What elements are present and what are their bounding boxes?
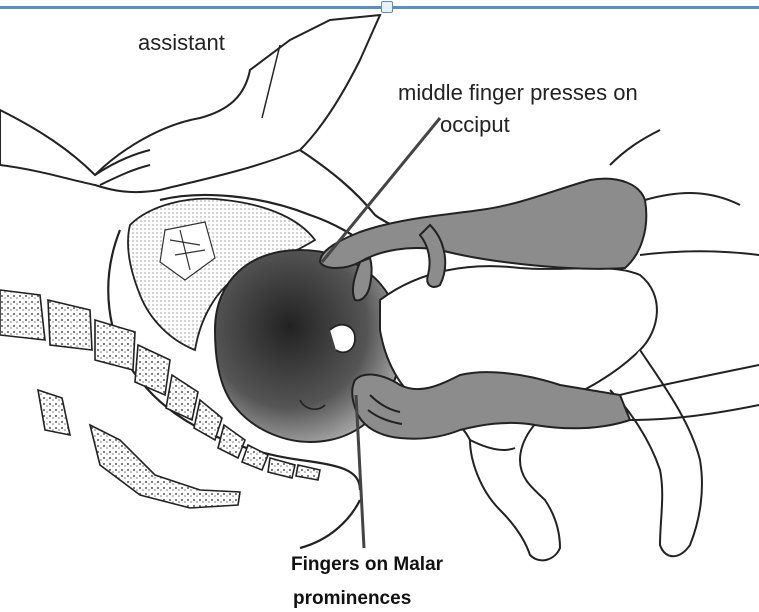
label-fingers-malar: Fingers on Malar (291, 554, 443, 576)
label-middle-finger: middle finger presses on (398, 80, 638, 106)
label-occiput: occiput (440, 112, 510, 138)
label-assistant: assistant (138, 30, 225, 56)
label-prominences: prominences (293, 588, 411, 610)
